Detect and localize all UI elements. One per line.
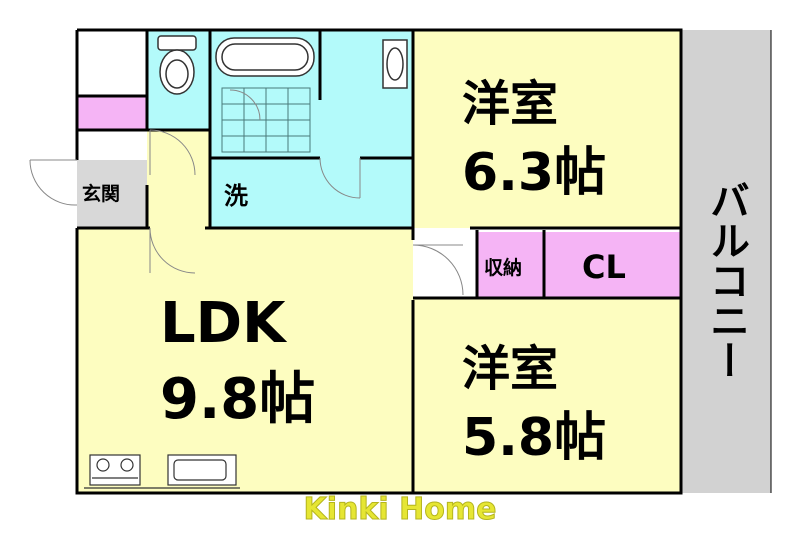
washbasin-icon <box>382 39 408 89</box>
interior-walls <box>77 30 681 493</box>
toilet-icon <box>157 35 197 95</box>
door-swings <box>29 89 464 296</box>
storage-label: 収納 <box>484 256 522 279</box>
bath-tile-grid <box>221 87 311 153</box>
western-room-2-area <box>413 298 681 493</box>
hall-area <box>147 130 210 228</box>
kitchen-sink-icon <box>84 454 240 489</box>
western-room-1-name: 洋室 <box>462 76 558 132</box>
ldk-area <box>77 228 413 493</box>
western-room-2-size: 5.8帖 <box>462 408 606 468</box>
ldk-size: 9.8帖 <box>160 367 315 432</box>
shoe-storage-area <box>77 96 147 130</box>
closet-area <box>544 232 681 298</box>
bathtub-icon <box>215 37 315 77</box>
storage-area <box>477 232 544 298</box>
entrance-label: 玄関 <box>82 182 120 205</box>
entrance-area <box>77 160 147 228</box>
balcony-label: バルコニー <box>703 180 749 380</box>
ldk-name: LDK <box>160 291 288 356</box>
stove-icon <box>89 454 141 486</box>
western-room-1-size: 6.3帖 <box>462 143 606 203</box>
western-room-2-name: 洋室 <box>462 341 558 397</box>
closet-label: CL <box>582 248 626 286</box>
watermark-text: Kinki Home <box>303 492 497 528</box>
washroom-area <box>210 158 413 228</box>
western-room-1-area <box>413 30 681 228</box>
balcony-area <box>681 30 771 493</box>
washroom-label: 洗 <box>224 182 248 210</box>
